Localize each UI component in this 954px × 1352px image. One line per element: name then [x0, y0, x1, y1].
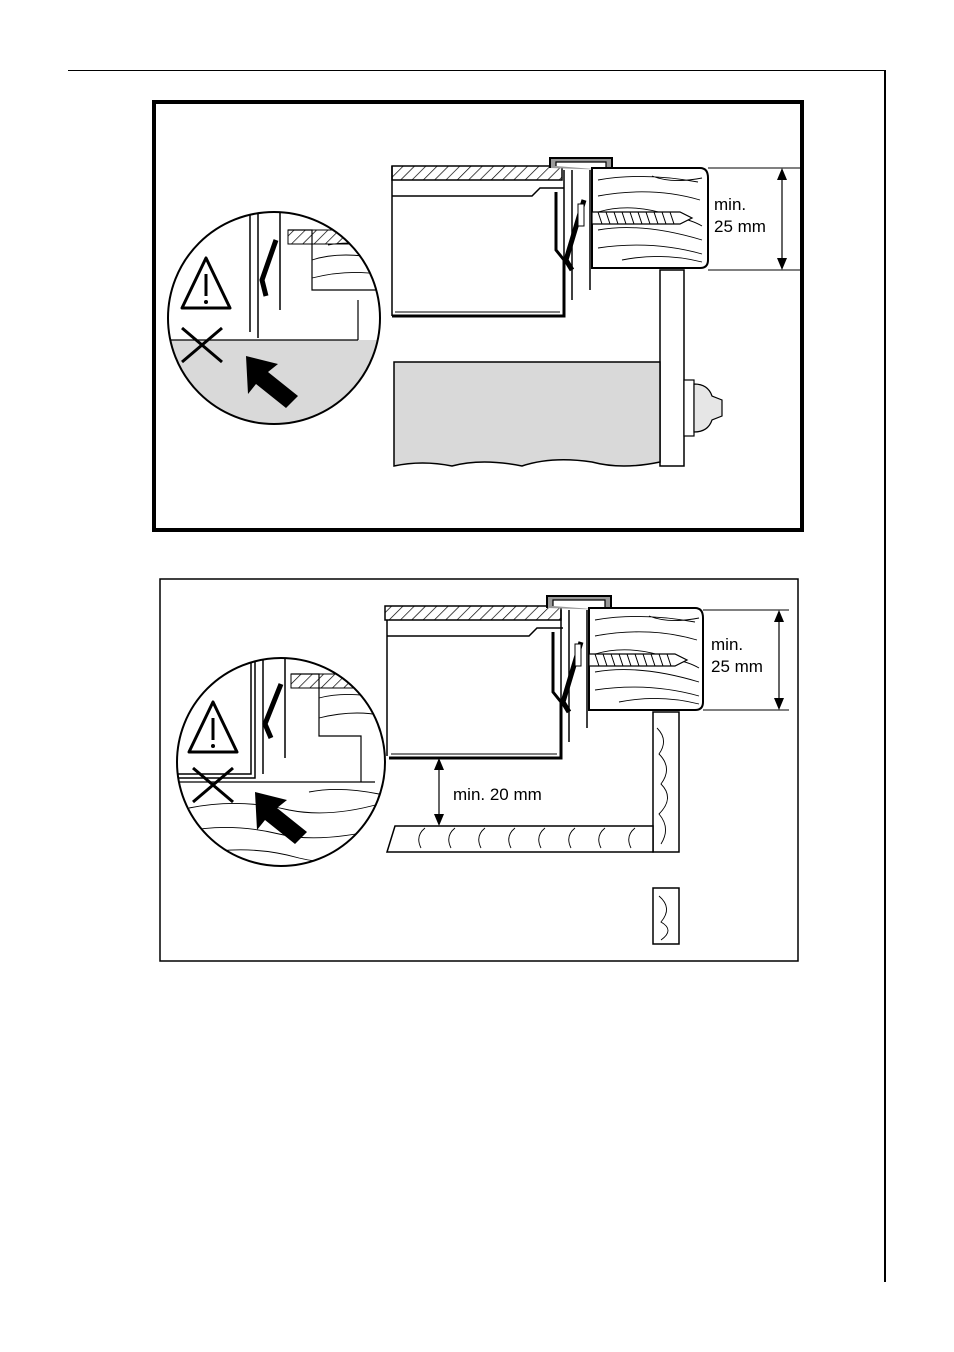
dimension-label-line1: min. — [711, 635, 743, 654]
figure-1-drawing: min. 25 mm — [152, 100, 804, 532]
dimension-label-line2: 25 mm — [711, 657, 763, 676]
page-right-rule — [884, 70, 886, 1282]
shelf-board — [387, 826, 653, 852]
page-top-rule — [68, 70, 886, 71]
screw — [589, 654, 687, 666]
cabinet-side — [660, 270, 684, 466]
figure-installation-2: min. 20 mm min. 25 mm — [159, 578, 799, 962]
screw — [592, 212, 692, 224]
figure-installation-1: min. 25 mm — [152, 100, 804, 532]
figure-2-drawing: min. 20 mm min. 25 mm — [159, 578, 799, 962]
cabinet-side-wood — [653, 712, 679, 944]
gap-label: min. 20 mm — [453, 785, 542, 804]
dimension-label-line2: 25 mm — [714, 217, 766, 236]
oven-front — [394, 362, 660, 466]
dimension-label-line1: min. — [714, 195, 746, 214]
